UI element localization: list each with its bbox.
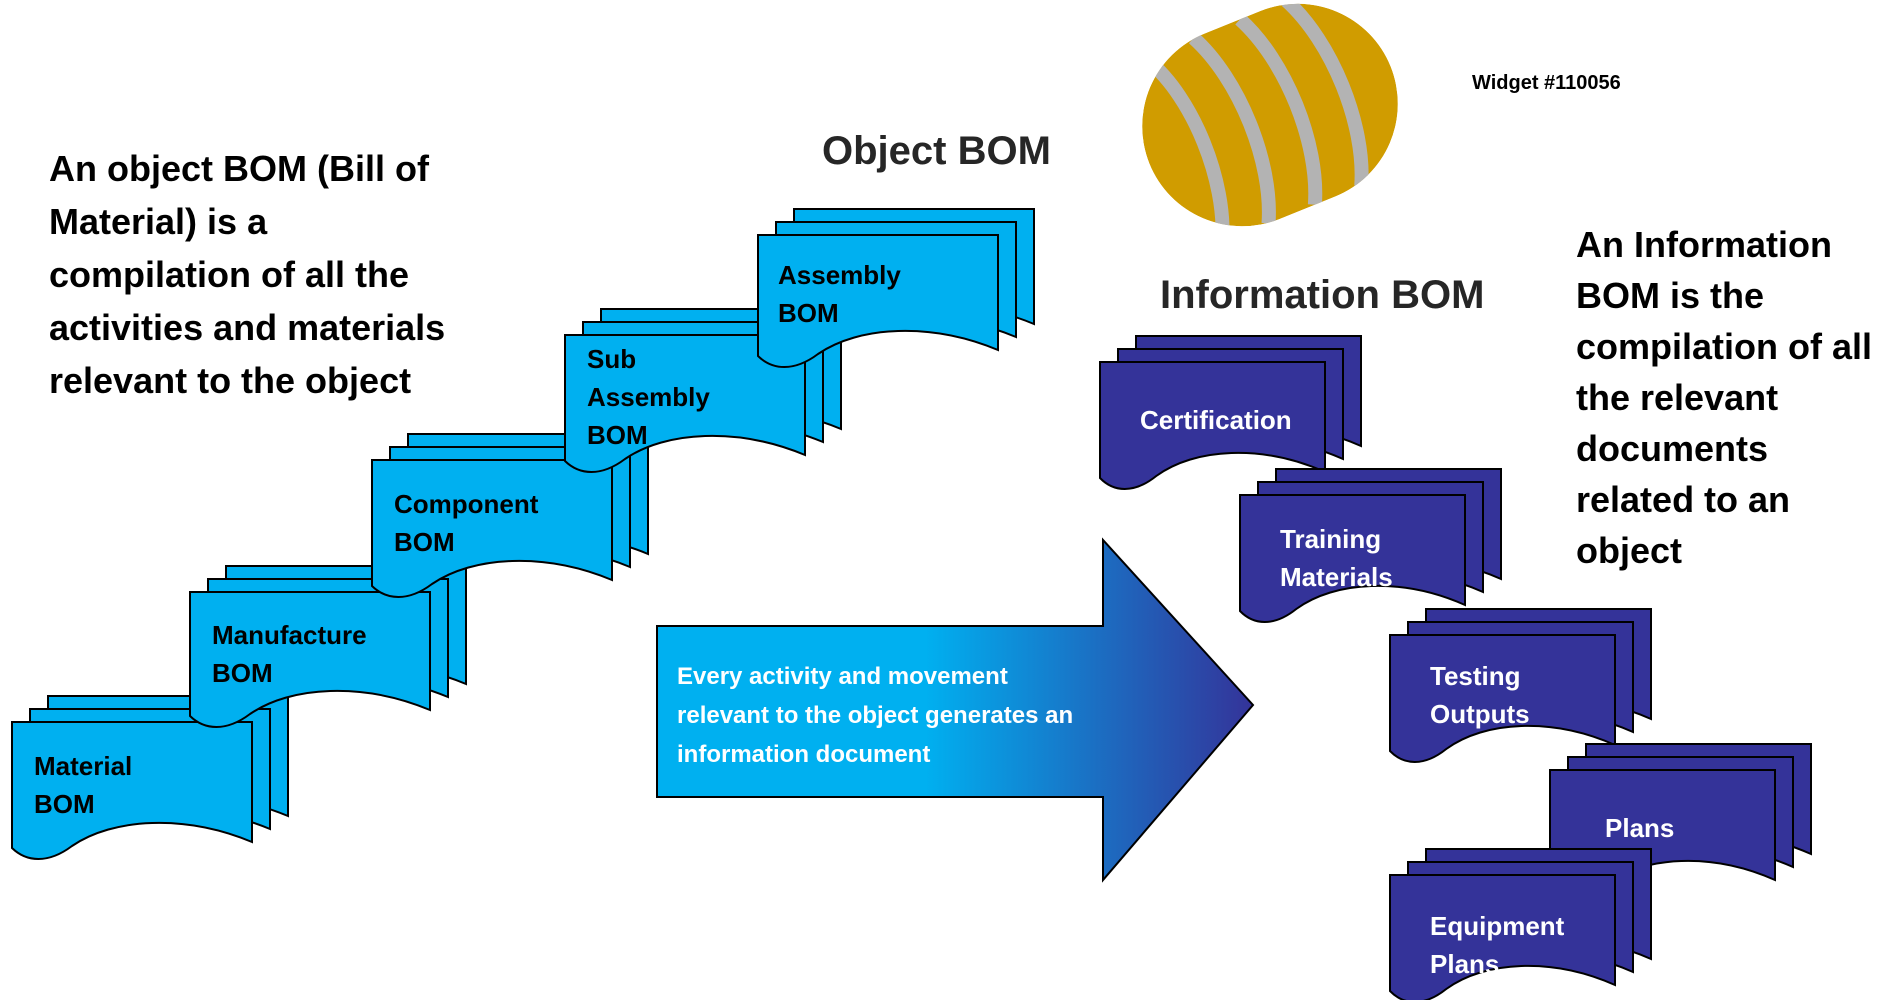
widget-cylinder-icon [1142,0,1398,243]
document-sheet [11,721,253,860]
document-stack: Certification [1099,335,1362,490]
information-bom-description-line: An Information [1576,224,1832,265]
document-label: Assembly [778,260,901,290]
arrow-text-line: information document [677,741,930,768]
information-bom-description-line: compilation of all [1576,326,1872,367]
document-label: BOM [587,420,648,450]
document-label: Training [1280,524,1381,554]
document-label: Certification [1140,405,1292,435]
document-label: BOM [394,527,455,557]
object-bom-title: Object BOM [822,129,1051,173]
document-label: Plans [1430,949,1499,979]
information-bom-description-line: related to an [1576,479,1790,520]
document-sheet [1099,361,1326,490]
document-label: BOM [212,658,273,688]
document-label: Outputs [1430,699,1530,729]
document-label: Sub [587,344,636,374]
document-label: Assembly [587,382,710,412]
object-bom-description-line: Material) is a [49,201,268,242]
information-bom-description-line: BOM is the [1576,275,1764,316]
document-label: BOM [778,298,839,328]
document-sheet [1239,494,1466,623]
information-bom-description-line: object [1576,530,1682,571]
document-sheet [1389,874,1616,1000]
object-bom-description-line: activities and materials [49,307,445,348]
widget-label: Widget #110056 [1472,72,1621,94]
document-label: Plans [1605,813,1674,843]
object-bom-description: An object BOM (Bill of Material) is a co… [49,148,445,401]
document-sheet [757,234,999,368]
document-label: Equipment [1430,911,1565,941]
document-label: Testing [1430,661,1521,691]
information-bom-description: An Information BOM is the compilation of… [1576,224,1872,571]
document-sheet [564,334,806,473]
document-label: Material [34,751,132,781]
document-label: BOM [34,789,95,819]
information-bom-description-line: documents [1576,428,1768,469]
document-label: Materials [1280,562,1393,592]
information-bom-description-line: the relevant [1576,377,1778,418]
document-stack: Plans [1549,743,1812,898]
object-bom-stack: MaterialBOMManufactureBOMComponentBOMSub… [11,208,1035,860]
document-sheet [189,591,431,728]
document-label: Manufacture [212,620,367,650]
arrow-text-line: Every activity and movement [677,663,1008,690]
information-bom-stack: CertificationTrainingMaterialsTestingOut… [1099,335,1812,1000]
object-bom-description-line: relevant to the object [49,360,411,401]
arrow-text-line: relevant to the object generates an [677,702,1073,729]
object-bom-description-line: An object BOM (Bill of [49,148,430,189]
generation-arrow: Every activity and movement relevant to … [656,537,1255,883]
information-bom-title: Information BOM [1160,273,1484,317]
object-bom-description-line: compilation of all the [49,254,409,295]
document-label: Component [394,489,539,519]
document-sheet [1389,634,1616,763]
document-sheet [371,459,613,598]
